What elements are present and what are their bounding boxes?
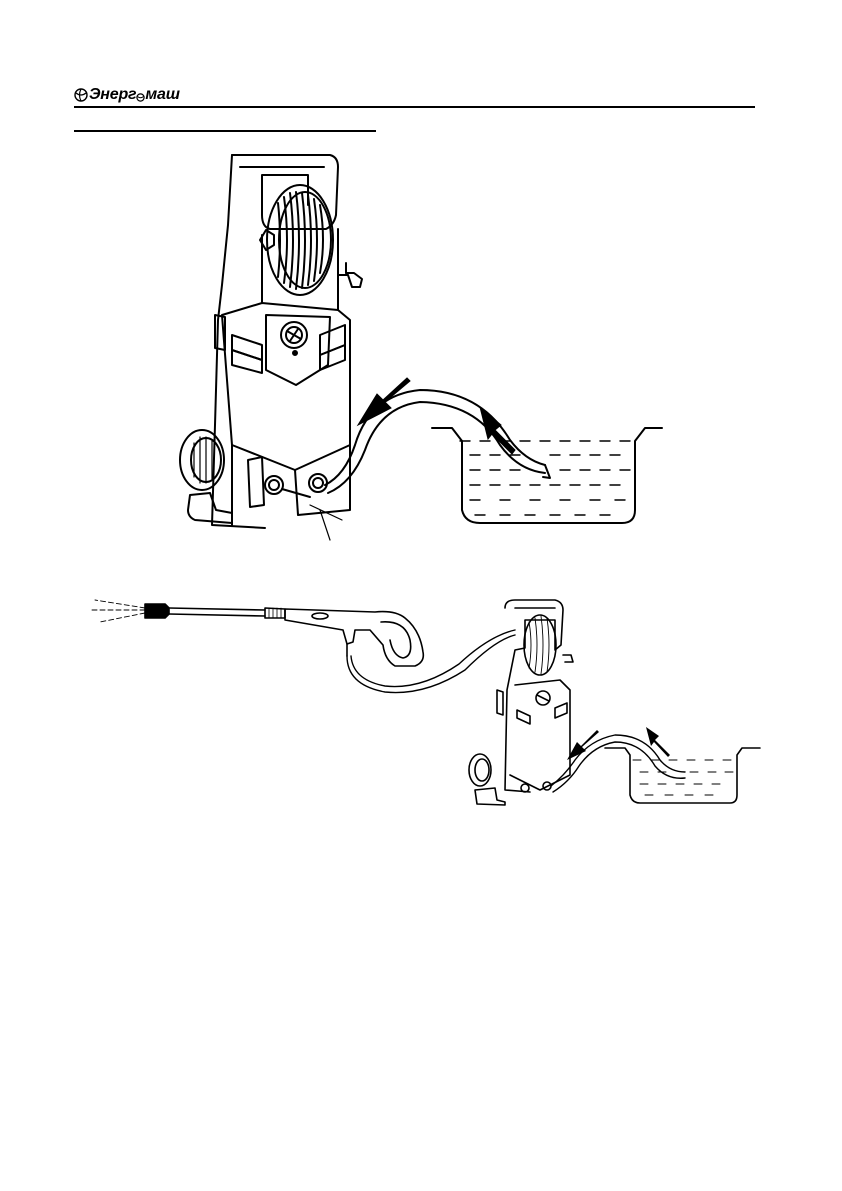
- brand-mid-globe-icon: [136, 93, 145, 102]
- header-divider: [74, 106, 755, 108]
- globe-icon: [74, 88, 88, 102]
- flow-arrows-small: [567, 727, 670, 760]
- brand-name: Энерг: [89, 86, 136, 104]
- brand-name-suffix: маш: [145, 86, 179, 104]
- pressure-washer-illustration: [170, 145, 665, 545]
- figure-water-supply: [170, 145, 665, 545]
- figure-assembled-washer: [85, 600, 765, 825]
- washer-with-gun-illustration: [85, 600, 765, 825]
- brand-logo: Энерг маш: [74, 86, 180, 104]
- section-divider: [74, 130, 376, 132]
- page-header: Энерг маш: [74, 82, 755, 108]
